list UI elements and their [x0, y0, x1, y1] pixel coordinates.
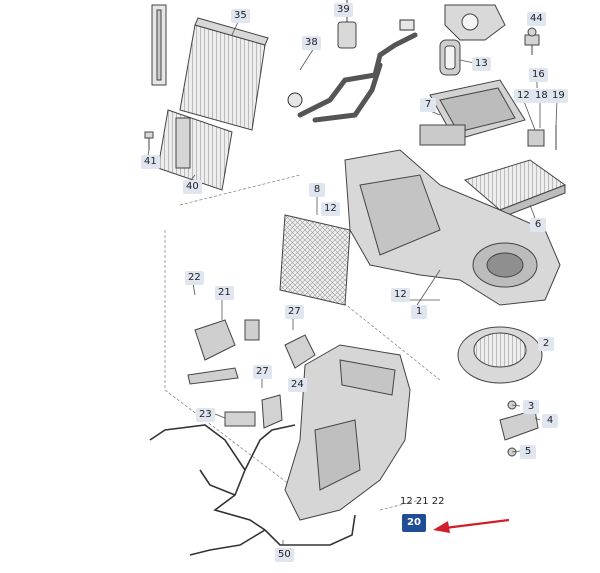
callout-50[interactable]: 50 [275, 548, 294, 562]
evaporator [179, 17, 269, 131]
callout-8[interactable]: 8 [309, 183, 325, 197]
lower-housing [284, 344, 411, 521]
selection-arrow [433, 518, 510, 533]
valve [399, 19, 415, 31]
expansion-valve [524, 27, 540, 55]
resistor [499, 400, 539, 457]
callout-4[interactable]: 4 [542, 414, 558, 428]
refrigerant-line [297, 32, 418, 123]
flange [444, 4, 506, 41]
callout-40[interactable]: 40 [183, 180, 202, 194]
callout-41[interactable]: 41 [141, 155, 160, 169]
filter-mesh [279, 214, 351, 306]
bracket [527, 125, 557, 150]
callout-19[interactable]: 19 [549, 89, 568, 103]
actuator [224, 394, 283, 429]
callout-12-mesh[interactable]: 12 [321, 202, 340, 216]
callout-44[interactable]: 44 [527, 12, 546, 26]
callout-22[interactable]: 22 [185, 271, 204, 285]
callout-35[interactable]: 35 [231, 9, 250, 23]
air-distribution-housing [344, 149, 561, 306]
heater-core [157, 109, 233, 191]
callout-27-lower[interactable]: 27 [253, 365, 272, 379]
callout-2[interactable]: 2 [538, 337, 554, 351]
guide-lines [164, 174, 441, 511]
callout-24[interactable]: 24 [288, 378, 307, 392]
o-ring [287, 92, 303, 108]
callout-7[interactable]: 7 [420, 98, 436, 112]
flap-linkage [187, 319, 260, 385]
callout-6[interactable]: 6 [530, 218, 546, 232]
callout-38[interactable]: 38 [302, 36, 321, 50]
callout-1[interactable]: 1 [411, 305, 427, 319]
callout-23[interactable]: 23 [196, 408, 215, 422]
callout-12-filter-group[interactable]: 12 [514, 89, 533, 103]
callout-5[interactable]: 5 [520, 445, 536, 459]
callout-18[interactable]: 18 [532, 89, 551, 103]
air-guide-rail [151, 4, 167, 86]
flap-servo-assembly [419, 79, 526, 146]
callout-39[interactable]: 39 [334, 3, 353, 17]
callout-12-housing[interactable]: 12 [391, 288, 410, 302]
callout-13[interactable]: 13 [472, 57, 491, 71]
bolt [144, 131, 154, 150]
callout-16[interactable]: 16 [529, 68, 548, 82]
wiring-harness [149, 424, 356, 556]
servo-motor [284, 334, 316, 369]
seal [439, 39, 461, 76]
callout-group-label: 12 21 22 [400, 496, 445, 507]
callout-3[interactable]: 3 [523, 400, 539, 414]
callout-21[interactable]: 21 [215, 286, 234, 300]
callout-27-upper[interactable]: 27 [285, 305, 304, 319]
pollen-filter [463, 159, 567, 219]
callout-20-selected[interactable]: 20 [402, 514, 426, 532]
blower-motor [457, 326, 543, 384]
